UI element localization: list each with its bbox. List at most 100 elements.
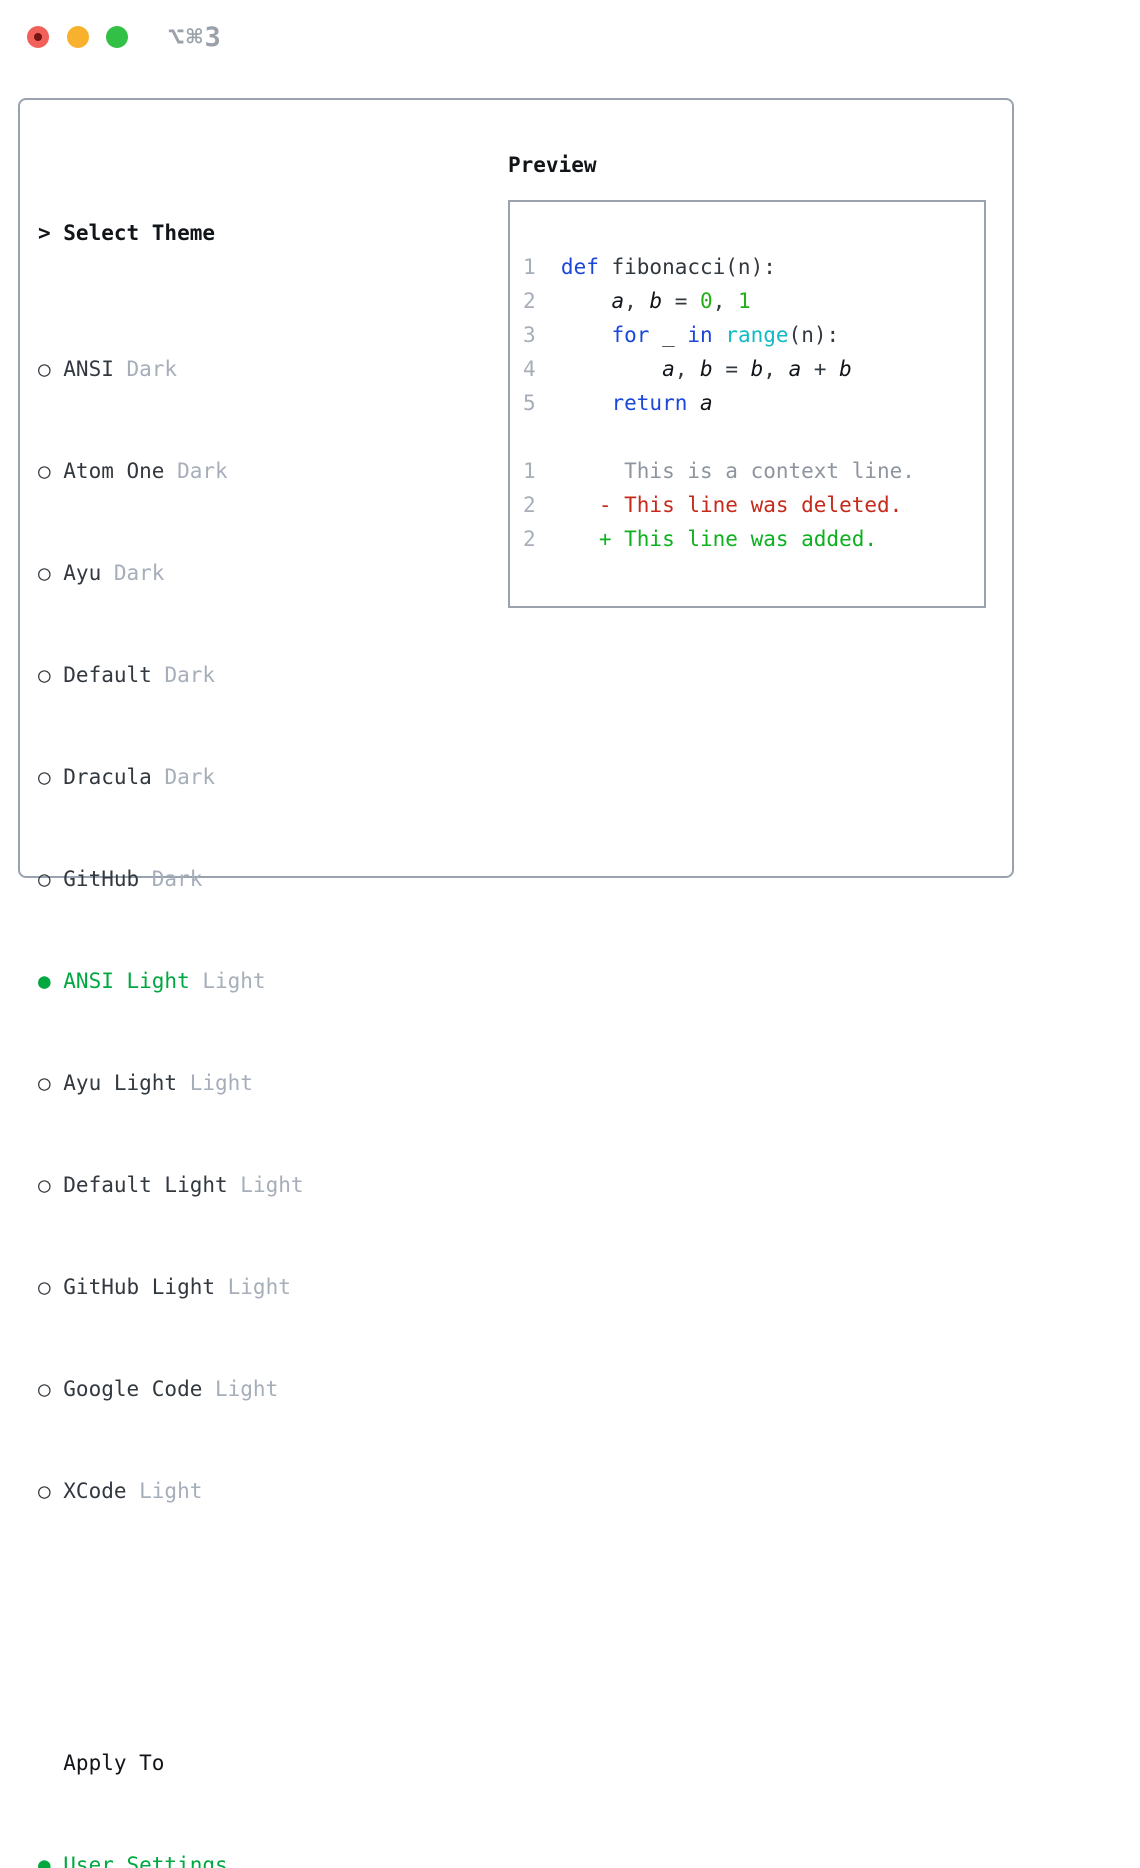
theme-variant-tag: Light: [139, 1479, 203, 1503]
token-fn: range: [725, 323, 789, 347]
token-pl: =: [662, 289, 701, 313]
token-kw: in: [687, 323, 713, 347]
radio-icon: ○: [38, 1479, 51, 1503]
theme-variant-tag: Dark: [126, 357, 178, 381]
code-line: 2 a, b = 0, 1: [523, 284, 984, 318]
code-line: 3 for _ in range(n):: [523, 318, 984, 352]
theme-name: Ayu: [63, 561, 102, 585]
radio-icon: ○: [38, 1173, 51, 1197]
token-pl: =: [712, 357, 751, 381]
theme-picker-window: { "window": { "title": "⌥⌘3", "controls"…: [18, 22, 1014, 1868]
select-theme-label: Select Theme: [63, 221, 215, 245]
line-number: 1: [523, 255, 536, 279]
token-pl: +: [801, 357, 840, 381]
apply-to-label: Apply To: [63, 1751, 165, 1775]
code-line: 4 a, b = b, a + b: [523, 352, 984, 386]
token-pl: fibonacci(n):: [598, 255, 776, 279]
theme-variant-tag: Dark: [164, 765, 216, 789]
theme-variant-tag: Dark: [164, 663, 216, 687]
token-kw: def: [560, 255, 599, 279]
token-pl: ,: [712, 289, 738, 313]
radio-icon: ○: [38, 765, 51, 789]
theme-name: GitHub Light: [63, 1275, 215, 1299]
theme-variant-tag: Light: [227, 1275, 291, 1299]
line-number: 3: [523, 323, 536, 347]
apply-option-user-settings[interactable]: ● User Settings: [38, 1848, 392, 1868]
token-va: b: [700, 357, 713, 381]
token-va: a: [700, 391, 713, 415]
token-del: - This line was deleted.: [560, 493, 903, 517]
preview-heading: Preview: [508, 153, 597, 177]
apply-to-header: Apply To: [38, 1746, 392, 1780]
token-ctx: This is a context line.: [560, 459, 915, 483]
line-number: 2: [523, 493, 536, 517]
token-va: b: [649, 289, 663, 313]
radio-icon: ○: [38, 1377, 51, 1401]
token-va: b: [750, 357, 764, 381]
line-number: 4: [523, 357, 536, 381]
code-line: 1 def fibonacci(n):: [523, 250, 984, 284]
token-va: a: [662, 357, 675, 381]
theme-option-github-dark[interactable]: ○ GitHub Dark: [38, 862, 392, 896]
token-kw: for: [611, 323, 650, 347]
theme-variant-tag: Dark: [151, 867, 203, 891]
cursor-icon: >: [38, 221, 51, 245]
minimize-button[interactable]: [67, 26, 89, 48]
code-line: 2 - This line was deleted.: [523, 488, 984, 522]
radio-icon: ○: [38, 663, 51, 687]
token-pl: [561, 289, 612, 313]
token-nu: 0: [700, 289, 713, 313]
close-button[interactable]: [27, 26, 49, 48]
theme-option-xcode[interactable]: ○ XCode Light: [38, 1474, 392, 1508]
theme-name: GitHub: [63, 867, 140, 891]
token-va: b: [839, 357, 852, 381]
code-line: 1 This is a context line.: [523, 454, 984, 488]
theme-name: Atom One: [63, 459, 165, 483]
token-pl: ,: [763, 357, 789, 381]
line-number: 2: [523, 289, 536, 313]
zoom-button[interactable]: [106, 26, 128, 48]
radio-icon: ○: [38, 867, 51, 891]
token-add: + This line was added.: [560, 527, 877, 551]
token-pl: [713, 323, 726, 347]
code-line: 2 + This line was added.: [523, 522, 984, 556]
token-pl: [561, 357, 662, 381]
token-pl: [561, 323, 612, 347]
token-pl: [561, 391, 612, 415]
token-pl: [687, 391, 700, 415]
theme-name: XCode: [63, 1479, 127, 1503]
theme-option-dracula-dark[interactable]: ○ Dracula Dark: [38, 760, 392, 794]
theme-variant-tag: Light: [215, 1377, 279, 1401]
token-pl: ,: [624, 289, 650, 313]
code-line: 5 return a: [523, 386, 984, 420]
code-line: [523, 420, 984, 454]
theme-name: Ayu Light: [63, 1071, 178, 1095]
radio-icon: ○: [38, 561, 51, 585]
theme-name: Dracula: [63, 765, 152, 789]
token-va: a: [788, 357, 802, 381]
radio-icon: ○: [38, 357, 51, 381]
theme-name: ANSI Light: [63, 969, 190, 993]
token-pl: _: [649, 323, 688, 347]
theme-variant-tag: Light: [202, 969, 266, 993]
line-number: 2: [523, 527, 536, 551]
line-number: 1: [523, 459, 536, 483]
apply-option-label: User Settings: [63, 1853, 228, 1868]
token-kw: return: [611, 391, 688, 415]
radio-icon: ○: [38, 1071, 51, 1095]
select-theme-header: > Select Theme: [38, 216, 392, 250]
radio-selected-icon: ●: [38, 1853, 51, 1868]
theme-variant-tag: Dark: [177, 459, 228, 483]
